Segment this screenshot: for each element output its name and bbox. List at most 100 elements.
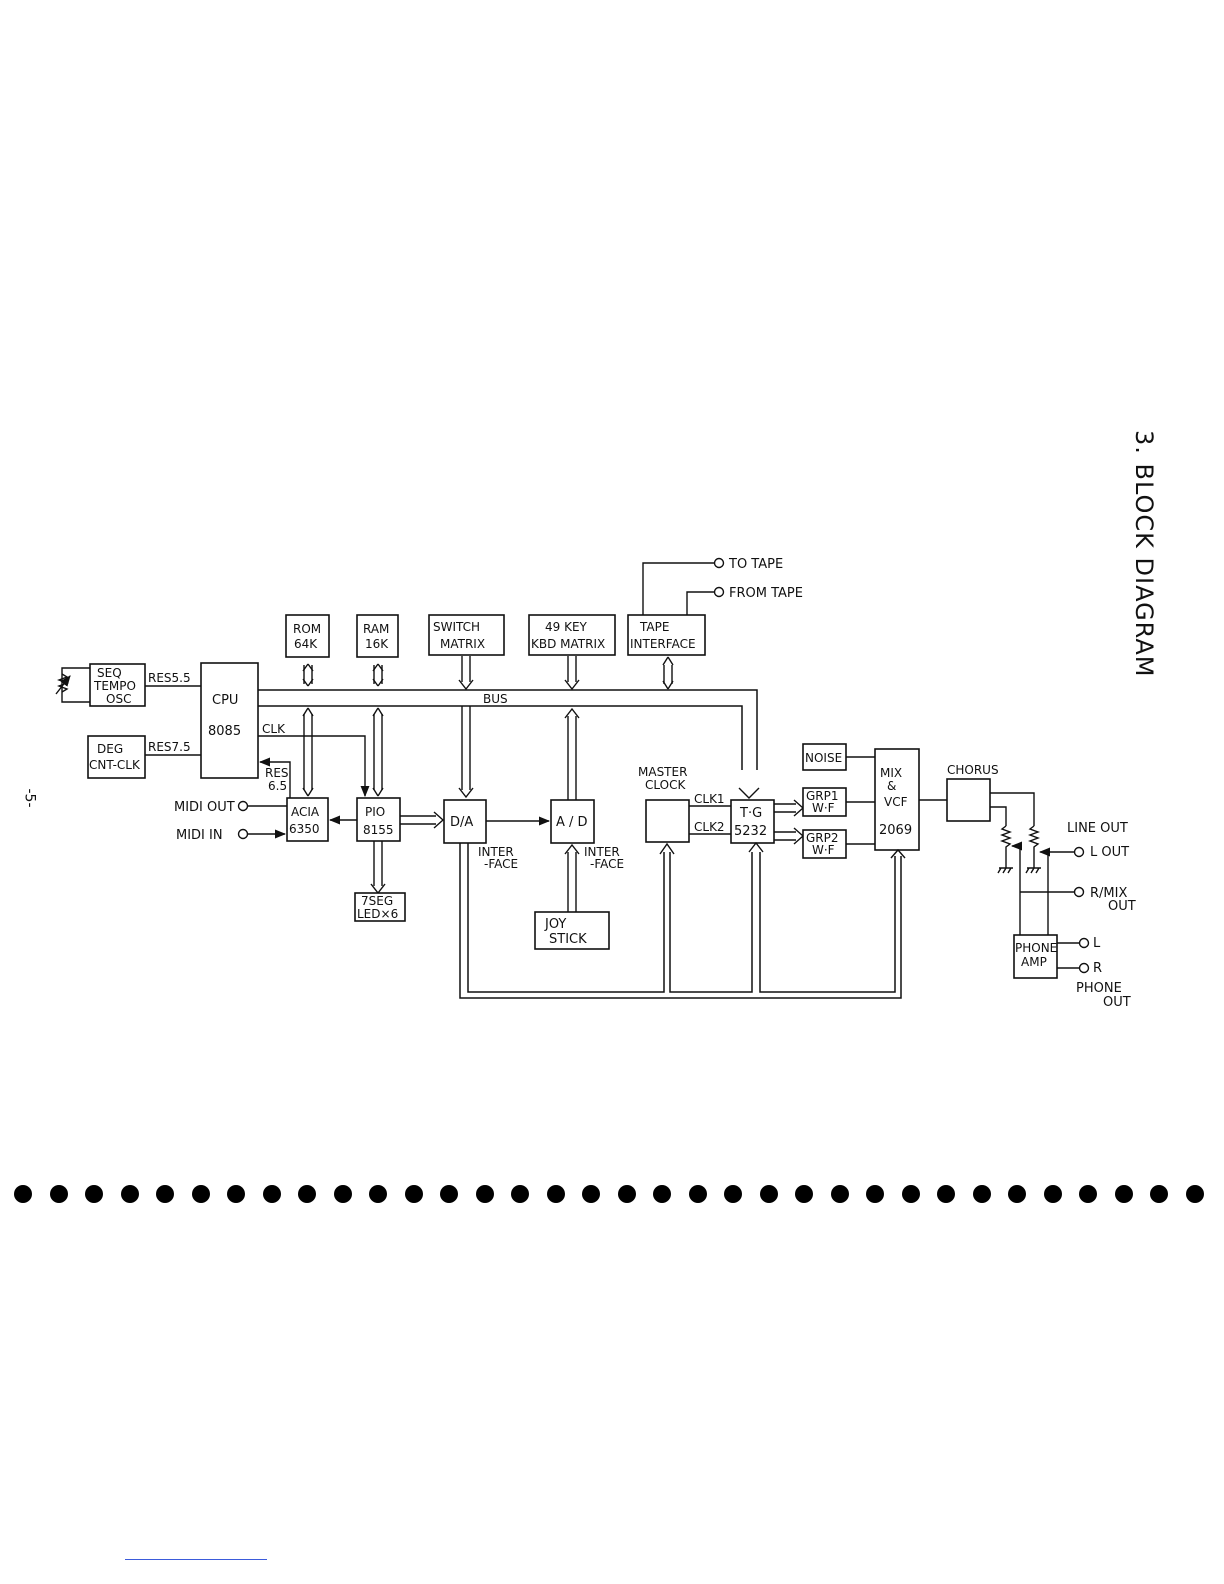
grp2-block: GRP2 W·F [802, 829, 847, 859]
border-dot [475, 1185, 494, 1203]
midi-in-label: MIDI IN [176, 828, 223, 843]
grp1-line2: W·F [812, 801, 835, 815]
midi-out-label: MIDI OUT [174, 800, 235, 815]
border-dot [298, 1185, 316, 1203]
footer-line [125, 1559, 267, 1560]
border-dot [759, 1185, 778, 1203]
r-mix-out-line1: R/MIX [1090, 886, 1127, 901]
chorus-label: CHORUS [947, 763, 999, 777]
rom-label: ROM [293, 622, 321, 636]
border-dot [1114, 1185, 1133, 1203]
r-mix-out-terminal [1073, 886, 1085, 898]
kbd-matrix-line2: KBD MATRIX [531, 637, 605, 651]
cpu-label: CPU [212, 693, 238, 708]
grp2-line2: W·F [812, 843, 835, 857]
border-dot [191, 1185, 210, 1203]
rom-size: 64K [294, 637, 318, 651]
to-tape-terminal [713, 557, 725, 569]
border-dot [1079, 1185, 1097, 1203]
phone-amp-block: PHONE AMP [1013, 934, 1058, 979]
line-out-label: LINE OUT [1067, 821, 1128, 836]
acia-label: ACIA [291, 805, 320, 819]
from-tape-terminal [713, 586, 725, 598]
border-dot [1150, 1185, 1168, 1203]
border-dot [333, 1185, 352, 1203]
ad-block: A / D [550, 799, 595, 844]
phone-out-line1: PHONE [1076, 981, 1122, 996]
border-dot [404, 1185, 423, 1203]
seq-tempo-osc-line3: OSC [106, 692, 131, 706]
phone-r-label: R [1093, 961, 1102, 976]
border-dot [972, 1185, 991, 1203]
border-dot [369, 1185, 387, 1203]
da-interface-line2: -FACE [484, 857, 518, 871]
seven-seg-led-block: 7SEG LED×6 [354, 892, 406, 922]
seq-tempo-osc-line2: TEMPO [93, 679, 136, 693]
noise-label: NOISE [805, 751, 842, 765]
res75-label: RES7.5 [148, 740, 191, 754]
border-dot [582, 1185, 600, 1203]
to-tape-label: TO TAPE [728, 557, 783, 572]
midi-in-terminal [237, 828, 249, 840]
pio-model: 8155 [363, 823, 394, 837]
border-dot [901, 1185, 920, 1203]
mix-vcf-line2: & [887, 779, 896, 793]
switch-matrix-line2: MATRIX [440, 637, 485, 651]
grp1-line1: GRP1 [806, 789, 839, 803]
da-block: D/A [443, 799, 487, 844]
master-clock-line1: MASTER [638, 765, 687, 779]
deg-cnt-clk-line1: DEG [97, 742, 123, 756]
switch-matrix-block: SWITCH MATRIX [428, 614, 505, 656]
page-number: -5- [21, 788, 38, 808]
dot-border [14, 1185, 1204, 1205]
border-dot [1008, 1185, 1026, 1203]
master-clock-block [645, 799, 690, 843]
border-dot [511, 1185, 529, 1203]
border-dot [85, 1185, 103, 1203]
chorus-block [946, 778, 991, 822]
ad-interface-line2: -FACE [590, 857, 624, 871]
cpu-block: CPU 8085 [200, 662, 259, 779]
rom-block: ROM 64K [285, 614, 330, 658]
phone-amp-line2: AMP [1021, 955, 1047, 969]
res65-label-line2: 6.5 [268, 779, 287, 793]
grp2-line1: GRP2 [806, 831, 839, 845]
ram-block: RAM 16K [356, 614, 399, 658]
tg-model: 5232 [734, 824, 767, 839]
pio-label: PIO [365, 805, 385, 819]
bus-label: BUS [483, 692, 508, 706]
border-dot [617, 1185, 636, 1203]
mix-vcf-line1: MIX [880, 766, 902, 780]
midi-out-terminal [237, 800, 249, 812]
cpu-model: 8085 [208, 724, 241, 739]
acia-model: 6350 [289, 822, 320, 836]
clk-label: CLK [262, 722, 286, 736]
joy-stick-line2: STICK [549, 932, 587, 947]
grp1-block: GRP1 W·F [802, 787, 847, 817]
phone-out-line2: OUT [1103, 995, 1131, 1010]
page-title: 3. BLOCK DIAGRAM [1130, 430, 1158, 678]
border-dot [724, 1185, 742, 1203]
border-dot [830, 1185, 849, 1203]
acia-block: ACIA 6350 [286, 797, 329, 842]
phone-l-terminal [1078, 937, 1090, 949]
deg-cnt-clk-line2: CNT-CLK [89, 758, 141, 772]
from-tape-label: FROM TAPE [729, 586, 803, 601]
border-dot [49, 1185, 68, 1203]
border-dot [440, 1185, 458, 1203]
clk2-label: CLK2 [694, 820, 725, 834]
led-line2: LED×6 [357, 907, 398, 921]
border-dot [120, 1185, 139, 1203]
switch-matrix-line1: SWITCH [433, 620, 480, 634]
ad-interface-line1: INTER [584, 845, 620, 859]
noise-block: NOISE [802, 743, 847, 771]
tempo-potentiometer-icon [55, 667, 90, 703]
da-interface-line1: INTER [478, 845, 514, 859]
l-out-label: L OUT [1090, 845, 1129, 860]
tape-interface-block: TAPE INTERFACE [627, 614, 706, 656]
phone-amp-line1: PHONE [1015, 941, 1057, 955]
ad-label: A / D [556, 815, 588, 830]
border-dot [1185, 1185, 1204, 1203]
ram-label: RAM [363, 622, 389, 636]
